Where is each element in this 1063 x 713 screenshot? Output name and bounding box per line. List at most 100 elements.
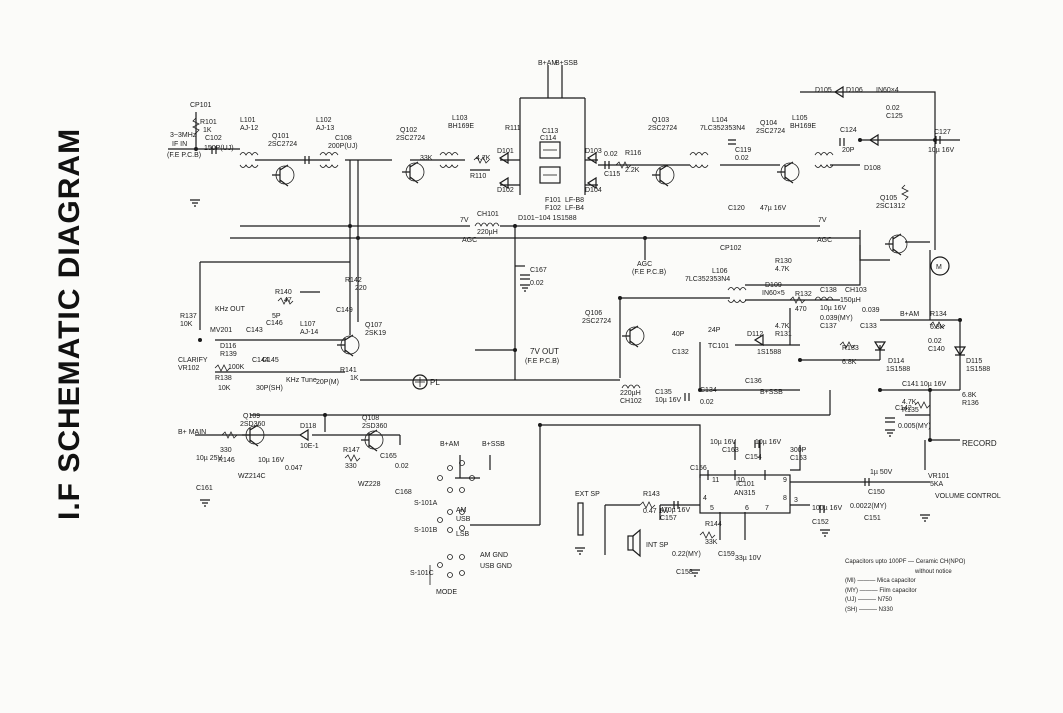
- label-c146-val: 5P: [272, 313, 281, 320]
- label-pin7: 7: [765, 505, 769, 512]
- label-l107: L107: [300, 321, 316, 328]
- legend-line-2: without notice: [915, 568, 952, 575]
- label-c124: C124: [840, 127, 857, 134]
- label-c138: C138: [820, 287, 837, 294]
- label-c167-val: 0.02: [530, 280, 544, 287]
- label-c163: C163: [722, 447, 739, 454]
- label-r132-val: 470: [795, 306, 807, 313]
- label-pin9: 9: [783, 477, 787, 484]
- label-l104: L104: [712, 117, 728, 124]
- label-pin6: 6: [745, 505, 749, 512]
- label-d101: D101: [497, 148, 514, 155]
- label-r131-val: 4.7K: [775, 323, 790, 330]
- label-c139-val: 0.039: [862, 307, 880, 314]
- switch-s101a: [437, 460, 475, 493]
- label-sw-lsb: LSB: [456, 531, 470, 538]
- label-d114: D114: [888, 358, 904, 365]
- transistor-q104: [777, 161, 800, 184]
- label-q102-part: 2SC2724: [396, 135, 425, 142]
- label-volume: VOLUME CONTROL: [935, 493, 1001, 500]
- label-l105-part: BH169E: [790, 123, 816, 130]
- label-q109-part: 2SD360: [240, 421, 265, 428]
- label-q107: Q107: [365, 322, 382, 329]
- symbols: M: [190, 85, 967, 585]
- transistor-q107: [337, 334, 360, 357]
- label-l102: L102: [316, 117, 332, 124]
- label-r147-val: 330: [345, 463, 357, 470]
- label-c148-val: 20P(M): [316, 379, 339, 386]
- label-l101: L101: [240, 117, 256, 124]
- label-q103-part: 2SC2724: [648, 125, 677, 132]
- label-l103: L103: [452, 115, 468, 122]
- label-r131: R131: [775, 331, 792, 338]
- label-c140-val: 0.02: [928, 338, 942, 345]
- diode-symbols: [298, 85, 967, 442]
- label-r110-val: 4.7K: [476, 155, 491, 162]
- label-q108: Q108: [362, 415, 379, 422]
- label-r146: R146: [218, 457, 235, 464]
- label-d118: D118: [300, 423, 316, 430]
- label-c168: C168: [395, 489, 412, 496]
- label-b-am-mid: B+AM: [900, 311, 919, 318]
- label-mode: MODE: [436, 589, 457, 596]
- label-ch101: CH101: [477, 211, 499, 218]
- label-d112-val: 1S1588: [757, 349, 781, 356]
- label-l105: L105: [792, 115, 808, 122]
- label-r130-val: 4.7K: [775, 266, 790, 273]
- label-d119-val: WZ228: [358, 481, 381, 488]
- label-r147: R147: [343, 447, 360, 454]
- label-c156-val: 10µ 16V: [755, 439, 782, 446]
- label-c120: C120: [728, 205, 745, 212]
- label-band: 3~3MHz: [170, 132, 197, 139]
- transistor-q101: [272, 164, 295, 187]
- label-r140: R140: [275, 289, 292, 296]
- label-c140: C140: [928, 346, 945, 353]
- label-c124-val: 20P: [842, 147, 855, 154]
- label-c151-val: 0.0022(MY): [850, 503, 887, 510]
- label-r137: R137: [180, 313, 197, 320]
- label-c151: C151: [864, 515, 881, 522]
- label-ext-sp: EXT SP: [575, 491, 600, 498]
- label-clarify: CLARIFY: [178, 357, 208, 364]
- label-c158: C158: [676, 569, 693, 576]
- label-c125: C125: [886, 113, 903, 120]
- label-c136: C136: [745, 378, 762, 385]
- label-ic101-part: AN315: [734, 490, 756, 497]
- label-pin10: 10: [737, 477, 745, 484]
- label-c158-val: 0.22(MY): [672, 551, 701, 558]
- label-c146: C146: [266, 320, 283, 327]
- label-q106-part: 2SC2724: [582, 318, 611, 325]
- transistor-q105: [885, 233, 908, 256]
- speaker-symbol: [627, 528, 641, 558]
- label-q107-part: 2SK19: [365, 330, 386, 337]
- label-7v-bus: 7V: [460, 217, 469, 224]
- label-d118-val: 10E-1: [300, 443, 319, 450]
- label-c153-val: 300P: [790, 447, 807, 454]
- label-vr101: VR101: [928, 473, 950, 480]
- label-c115: C115: [604, 171, 620, 178]
- label-r137-val: 10K: [180, 321, 193, 328]
- label-c102-val: 150P(UJ): [204, 145, 234, 152]
- label-q101: Q101: [272, 133, 289, 140]
- label-d104: D104: [585, 187, 602, 194]
- label-r144-val: 33K: [705, 539, 718, 546]
- label-r140-val: 47: [284, 297, 292, 304]
- label-sw-am: AM: [456, 507, 467, 514]
- label-cp102: CP102: [720, 245, 742, 252]
- label-sw-usb: USB: [456, 516, 471, 523]
- label-f102: F102: [545, 205, 561, 212]
- label-l106-part: 7LC352353N4: [685, 276, 730, 283]
- label-c108: C108: [335, 135, 352, 142]
- coil-l106: [727, 287, 747, 303]
- label-c157: C157: [660, 515, 677, 522]
- label-c152-val: 100µ 16V: [812, 505, 842, 512]
- label-7v-out: 7V OUT: [530, 347, 559, 356]
- label-q102: Q102: [400, 127, 417, 134]
- label-c114: C114: [540, 135, 556, 142]
- label-r138-val: 10K: [218, 385, 231, 392]
- label-d105: D105: [815, 87, 832, 94]
- choke-ch103: [814, 296, 834, 301]
- label-c127: C127: [934, 129, 951, 136]
- transistor-q109: [242, 424, 265, 447]
- label-c150: C150: [868, 489, 885, 496]
